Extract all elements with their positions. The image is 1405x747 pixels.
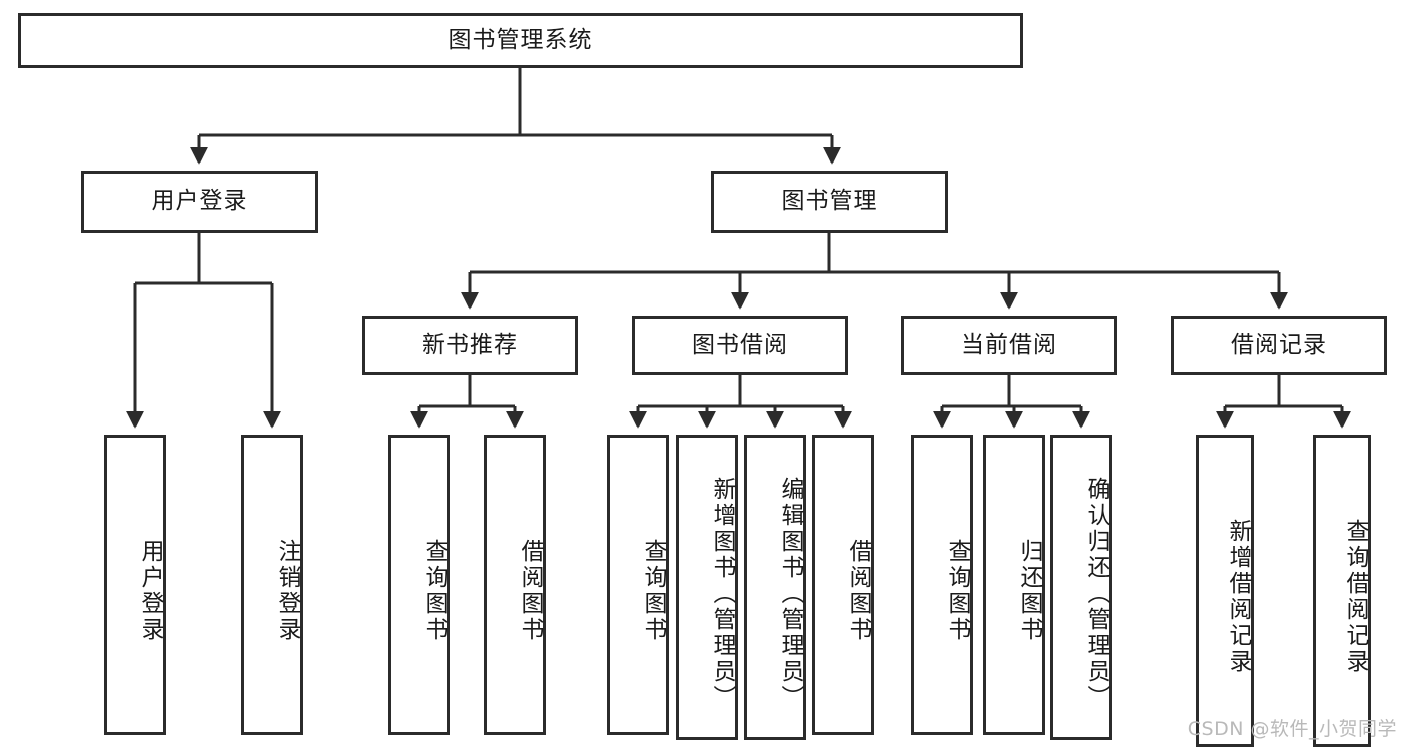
node-leaf-confirm-return[interactable]: 确认归还（管理员） xyxy=(1050,435,1112,740)
node-book-manage-label: 图书管理 xyxy=(781,188,878,215)
node-leaf-edit-book[interactable]: 编辑图书（管理员） xyxy=(744,435,806,740)
node-new-book-rec-label: 新书推荐 xyxy=(422,331,518,358)
node-leaf-query-record-label: 查询借阅记录 xyxy=(1342,519,1368,675)
node-new-book-rec[interactable]: 新书推荐 xyxy=(362,316,578,375)
node-user-login[interactable]: 用户登录 xyxy=(81,171,318,233)
node-current-borrow[interactable]: 当前借阅 xyxy=(901,316,1117,375)
node-leaf-query-book-2[interactable]: 查询图书 xyxy=(607,435,669,735)
node-root-label: 图书管理系统 xyxy=(448,26,593,53)
node-leaf-query-book-1[interactable]: 查询图书 xyxy=(388,435,450,735)
node-leaf-borrow-book-1-label: 借阅图书 xyxy=(517,539,543,643)
node-leaf-user-logout-label: 注销登录 xyxy=(274,539,300,643)
node-leaf-query-book-3[interactable]: 查询图书 xyxy=(911,435,973,735)
node-leaf-return-book-label: 归还图书 xyxy=(1016,539,1042,643)
node-leaf-user-login-label: 用户登录 xyxy=(137,539,163,643)
node-leaf-return-book[interactable]: 归还图书 xyxy=(983,435,1045,735)
node-root[interactable]: 图书管理系统 xyxy=(18,13,1023,68)
node-leaf-borrow-book-2[interactable]: 借阅图书 xyxy=(812,435,874,735)
watermark-text: CSDN @软件_小贺同学 xyxy=(1187,718,1397,740)
node-leaf-user-login[interactable]: 用户登录 xyxy=(104,435,166,735)
node-leaf-user-logout[interactable]: 注销登录 xyxy=(241,435,303,735)
node-leaf-query-book-2-label: 查询图书 xyxy=(640,539,666,643)
node-leaf-add-record-label: 新增借阅记录 xyxy=(1225,519,1251,675)
node-leaf-query-book-1-label: 查询图书 xyxy=(421,539,447,643)
node-book-borrow[interactable]: 图书借阅 xyxy=(632,316,848,375)
node-leaf-borrow-book-1[interactable]: 借阅图书 xyxy=(484,435,546,735)
node-user-login-label: 用户登录 xyxy=(151,188,248,215)
node-leaf-edit-book-label: 编辑图书（管理员） xyxy=(777,476,803,711)
node-book-manage[interactable]: 图书管理 xyxy=(711,171,948,233)
node-borrow-record-label: 借阅记录 xyxy=(1231,331,1327,358)
node-current-borrow-label: 当前借阅 xyxy=(961,331,1057,358)
node-leaf-query-book-3-label: 查询图书 xyxy=(944,539,970,643)
node-leaf-add-record[interactable]: 新增借阅记录 xyxy=(1196,435,1254,747)
node-leaf-add-book-label: 新增图书（管理员） xyxy=(709,476,735,711)
node-book-borrow-label: 图书借阅 xyxy=(692,331,788,358)
node-leaf-add-book[interactable]: 新增图书（管理员） xyxy=(676,435,738,740)
node-leaf-confirm-return-label: 确认归还（管理员） xyxy=(1083,476,1109,711)
node-borrow-record[interactable]: 借阅记录 xyxy=(1171,316,1387,375)
node-leaf-query-record[interactable]: 查询借阅记录 xyxy=(1313,435,1371,747)
node-leaf-borrow-book-2-label: 借阅图书 xyxy=(845,539,871,643)
